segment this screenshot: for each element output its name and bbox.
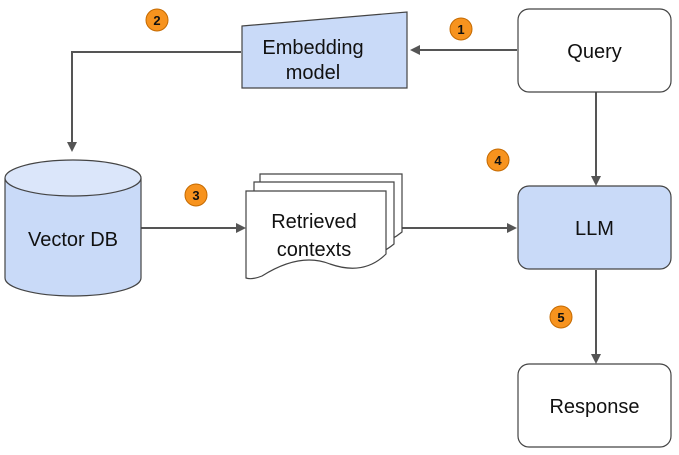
vector-db-node: Vector DB: [4, 159, 142, 297]
step-badge-1: 1: [449, 17, 473, 41]
response-label: Response: [549, 396, 639, 418]
embedding-label-line1: Embedding: [262, 37, 363, 59]
retrieved-label-line1: Retrieved: [271, 211, 357, 233]
step-badge-5: 5: [549, 305, 573, 329]
step-badge-4-label: 4: [494, 153, 502, 168]
step-badge-1-label: 1: [457, 22, 464, 37]
step-badge-2-label: 2: [153, 13, 160, 28]
query-label: Query: [567, 41, 621, 63]
retrieved-contexts-node: Retrieved contexts: [245, 173, 403, 280]
step-badge-3: 3: [184, 183, 208, 207]
embedding-model-node: Embedding model: [241, 11, 408, 89]
embedding-label-line2: model: [286, 62, 340, 84]
arrow-embedding-to-vector-db: [67, 51, 241, 152]
step-badge-3-label: 3: [192, 188, 199, 203]
llm-node: LLM: [517, 185, 672, 270]
retrieved-label-line2: contexts: [277, 239, 351, 261]
step-badge-4: 4: [486, 148, 510, 172]
vector-db-label: Vector DB: [28, 229, 118, 251]
response-node: Response: [517, 363, 672, 448]
llm-label: LLM: [575, 218, 614, 240]
connectors: [67, 45, 601, 364]
step-badge-5-label: 5: [557, 310, 564, 325]
query-node: Query: [517, 8, 672, 93]
step-badge-2: 2: [145, 8, 169, 32]
